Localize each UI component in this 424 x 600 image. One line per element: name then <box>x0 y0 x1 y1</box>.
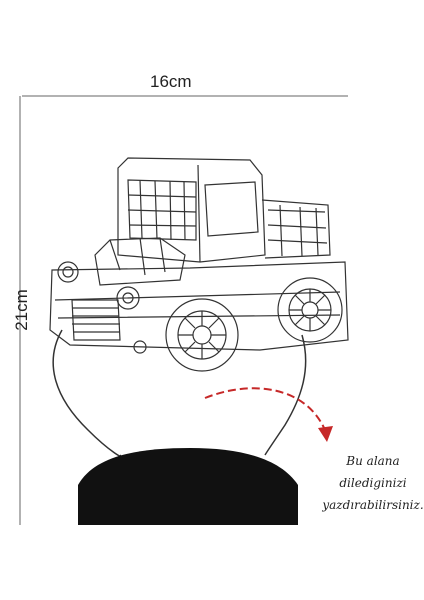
custom-text-note: Bu alana dilediginizi yazdırabilirsiniz. <box>318 450 424 516</box>
note-line-2: dilediginizi <box>339 476 407 490</box>
note-line-3: yazdırabilirsiniz. <box>322 498 424 512</box>
red-arrow <box>204 387 326 431</box>
width-label: 16cm <box>150 72 192 91</box>
acrylic-panel-outline <box>52 329 307 458</box>
truck-wireframe <box>49 157 349 372</box>
lamp-base <box>78 448 298 525</box>
red-arrowhead <box>318 426 333 442</box>
note-line-1: Bu alana <box>346 454 400 468</box>
height-label: 21cm <box>12 289 31 331</box>
